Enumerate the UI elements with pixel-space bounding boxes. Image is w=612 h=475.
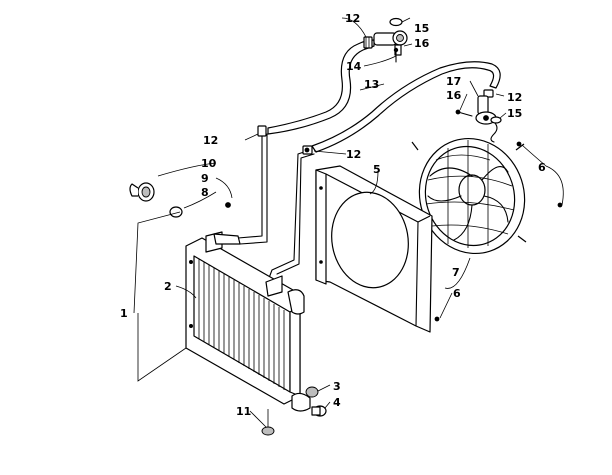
lower-small-hose [265, 149, 315, 287]
callout-12-left: 12 [203, 134, 218, 147]
callout-1: 1 [120, 307, 128, 320]
callout-2: 2 [164, 280, 172, 293]
coolant-hose-13 [267, 39, 501, 153]
part-callouts: 1 2 3 4 5 6 6 7 8 9 10 11 12 12 12 12 13… [120, 12, 546, 418]
callout-5: 5 [373, 163, 381, 176]
callout-14: 14 [346, 60, 362, 73]
hose-clamp-12-top [363, 36, 373, 49]
callout-6-bottom: 6 [453, 287, 461, 300]
callout-16-right: 16 [446, 89, 462, 102]
callout-8: 8 [201, 186, 209, 199]
callout-15-right: 15 [507, 107, 522, 120]
o-ring-15-right [490, 116, 502, 124]
callout-12-top: 12 [345, 12, 360, 25]
grommet-11 [261, 409, 275, 436]
leader-lines [133, 17, 564, 428]
callout-3: 3 [333, 380, 341, 393]
callout-6-top: 6 [538, 161, 546, 174]
callout-9: 9 [201, 172, 209, 185]
hose-clamp-12-mid [302, 145, 313, 155]
callout-15-top: 15 [414, 22, 429, 35]
hose-clamp-12-left [257, 125, 267, 137]
cap-4 [311, 405, 327, 417]
callout-12-right: 12 [507, 91, 522, 104]
hose-clamp-12-right [483, 89, 494, 98]
callout-7: 7 [452, 266, 460, 279]
fan-shroud [315, 165, 433, 333]
thermostat-housing [373, 30, 408, 56]
callout-4: 4 [333, 396, 341, 409]
callout-10: 10 [201, 157, 217, 170]
radiator-fins [198, 259, 285, 390]
fitting-9 [225, 202, 231, 208]
callout-12-mid: 12 [346, 148, 361, 161]
callout-11: 11 [236, 405, 251, 418]
drain-plug-3 [305, 386, 319, 398]
grommet-8 [169, 206, 183, 218]
o-ring-15-top [389, 17, 403, 27]
upper-small-hose [237, 133, 268, 245]
shroud-screw-6 [434, 316, 440, 322]
cooling-fan-assembly [411, 137, 527, 255]
radiator [185, 231, 311, 412]
callout-17: 17 [446, 75, 461, 88]
callout-13: 13 [364, 78, 379, 91]
radiator-cap-10 [129, 182, 155, 202]
bolt-16-right [455, 109, 473, 117]
callout-16-top: 16 [414, 37, 430, 50]
